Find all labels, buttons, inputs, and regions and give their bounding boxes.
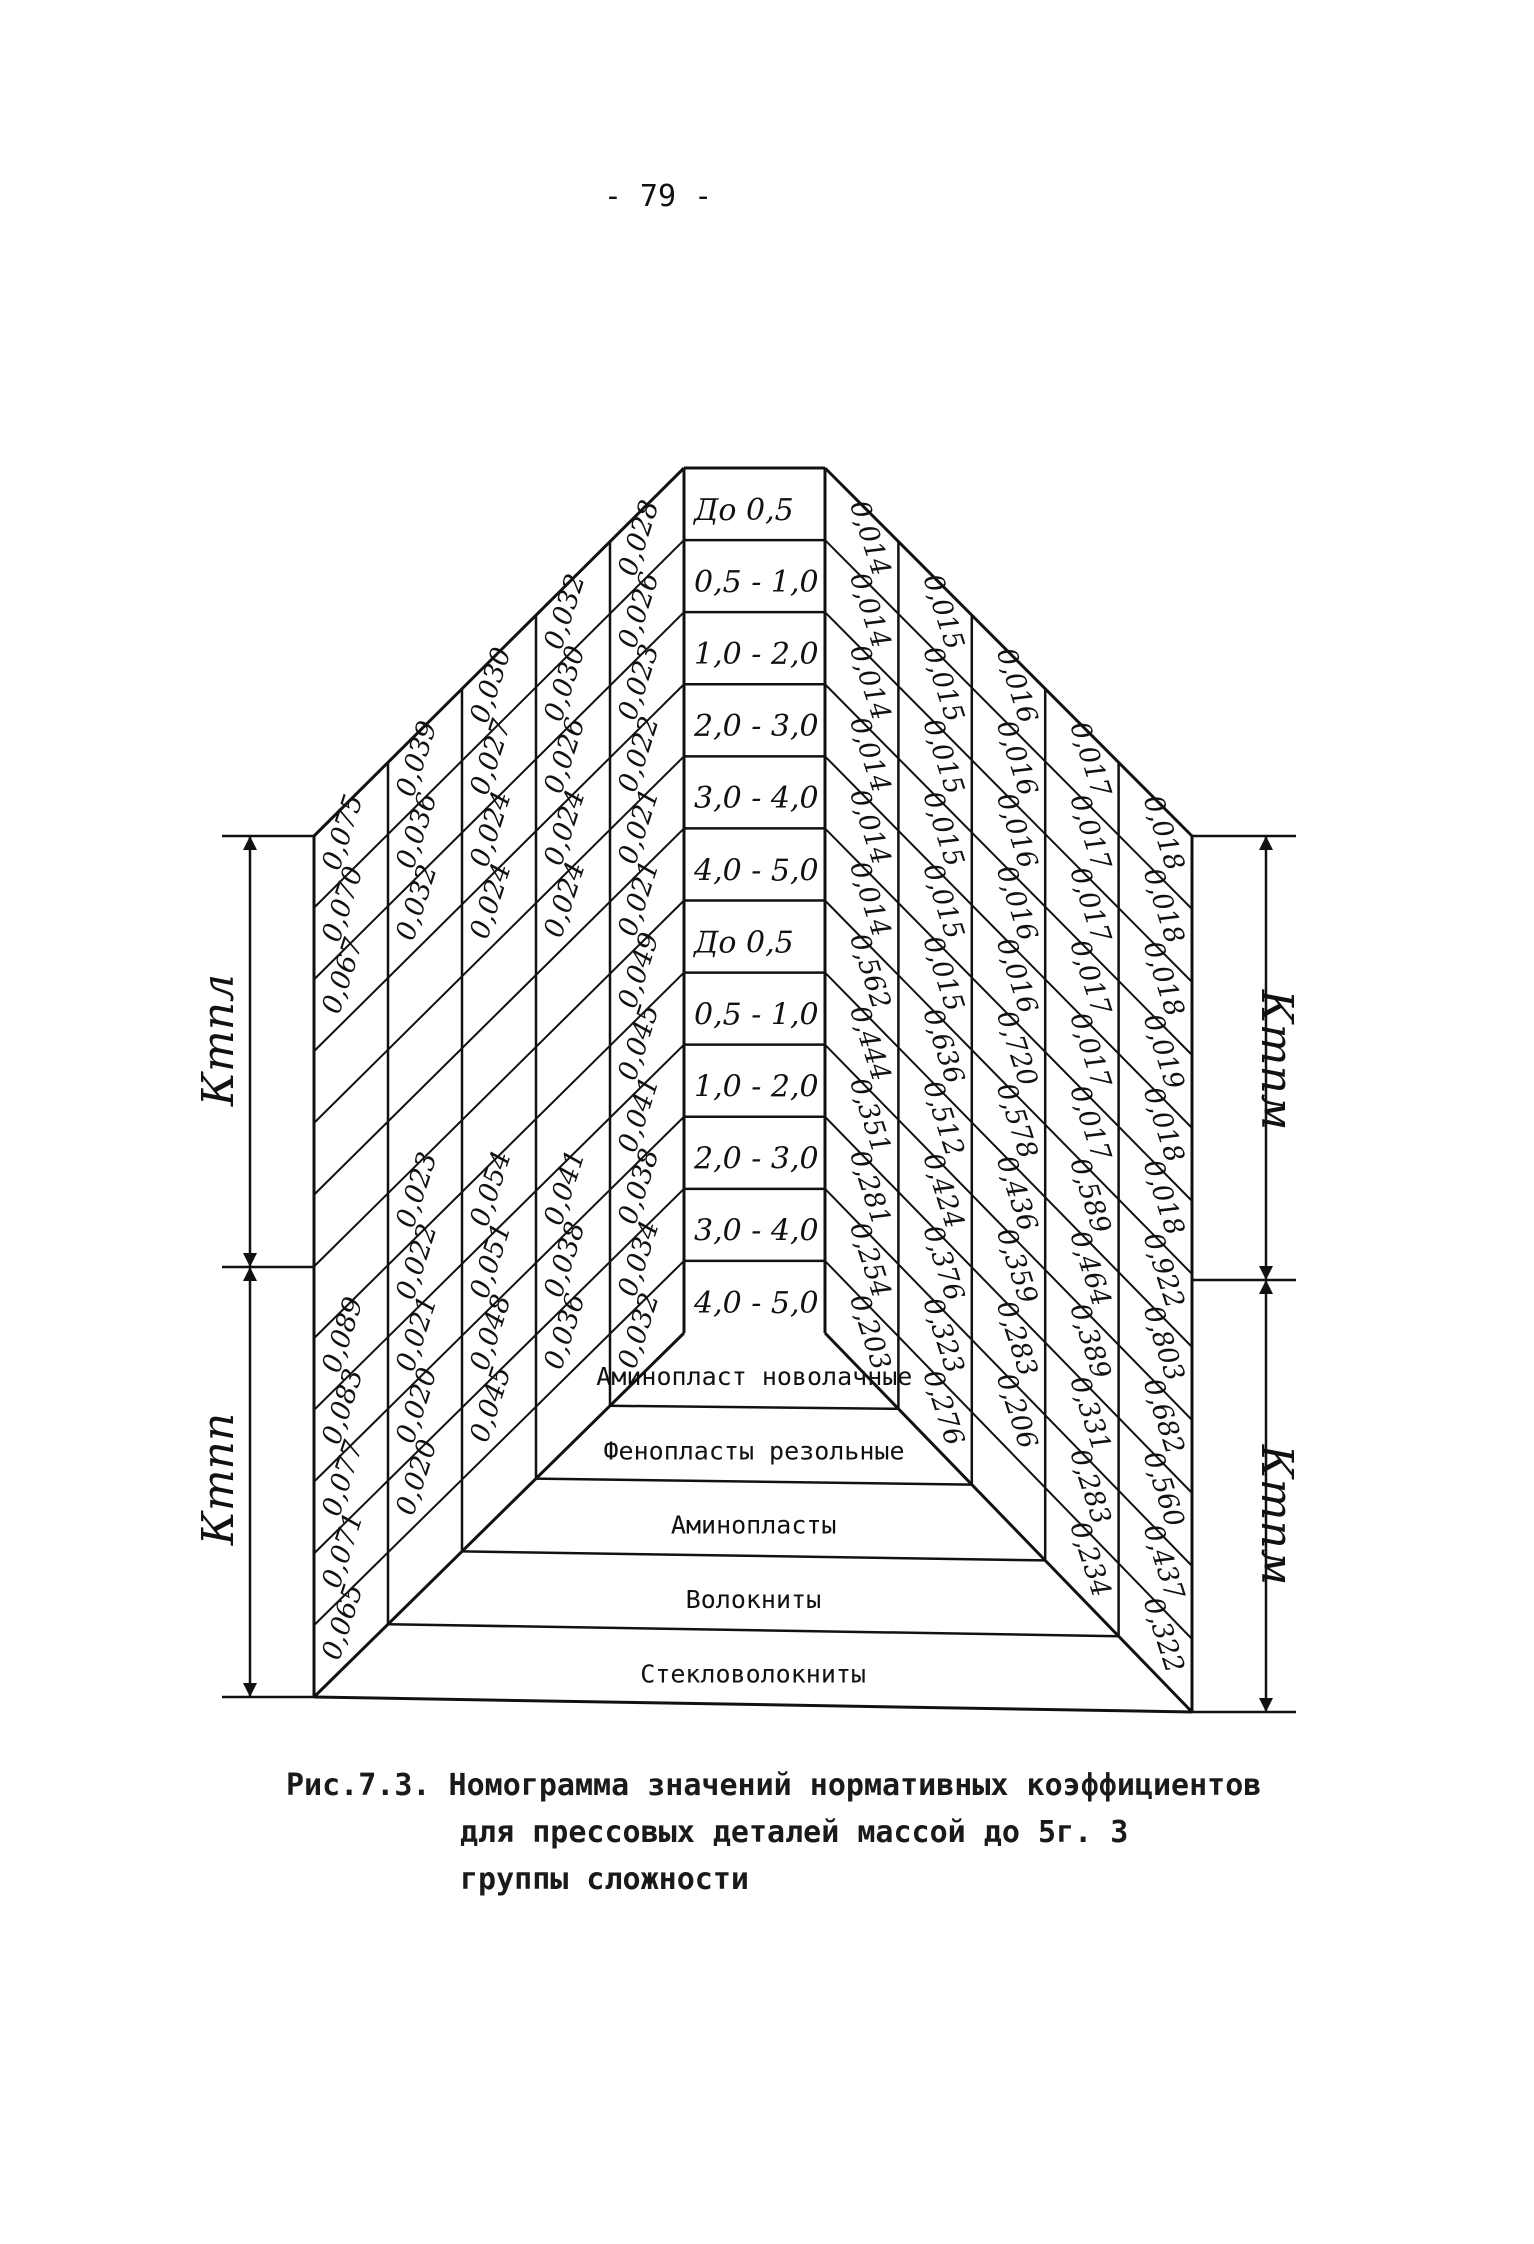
right-row-divider xyxy=(824,1188,1193,1567)
left-row-divider xyxy=(313,1260,685,1626)
left-row-divider xyxy=(313,611,685,981)
range-label: До 0,5 xyxy=(692,493,794,528)
range-label: 2,0 - 3,0 xyxy=(693,709,819,744)
right-row-divider xyxy=(824,539,1193,910)
right-coefficient-value: 0,017 xyxy=(1063,936,1117,1020)
right-coefficient-panel: 0,0140,0140,0140,0140,0140,0140,5620,444… xyxy=(824,497,1193,1677)
right-row-divider xyxy=(824,827,1193,1202)
caption-line-1: Рис.7.3. Номограмма значений нормативных… xyxy=(286,1768,1262,1803)
right-row-divider xyxy=(824,1043,1193,1421)
left-row-divider xyxy=(313,755,685,1124)
material-label: Аминопласты xyxy=(671,1511,837,1540)
left-row-divider xyxy=(313,899,685,1268)
right-arrow-bottom xyxy=(1259,1698,1273,1712)
left-arrow-mid-up xyxy=(243,1253,257,1267)
right-arrow-mid-down xyxy=(1259,1280,1273,1294)
range-label: 4,0 - 5,0 xyxy=(693,1286,819,1321)
right-row-divider xyxy=(824,899,1193,1275)
left-row-divider xyxy=(313,539,685,909)
frame-floor-bottom-edge xyxy=(313,1695,1193,1714)
page-number: - 79 - xyxy=(604,179,712,214)
range-label: 0,5 - 1,0 xyxy=(694,565,819,600)
right-row-divider xyxy=(824,611,1193,983)
left-row-divider xyxy=(313,971,685,1339)
range-label: 4,0 - 5,0 xyxy=(693,853,819,888)
frame-right-bottom-diagonal xyxy=(823,1331,1194,1714)
left-arrow-mid-down xyxy=(243,1267,257,1281)
range-label: 1,0 - 2,0 xyxy=(694,1070,819,1105)
range-label: 2,0 - 3,0 xyxy=(693,1142,819,1177)
caption-line-3: группы сложности xyxy=(460,1862,749,1897)
k-label-left-top: Ктпл xyxy=(193,974,244,1107)
right-row-divider xyxy=(824,971,1193,1348)
right-coefficient-value: 0,017 xyxy=(1063,1009,1117,1093)
frame-left-roof xyxy=(312,466,686,838)
range-label: До 0,5 xyxy=(692,925,794,960)
range-label: 1,0 - 2,0 xyxy=(694,637,819,672)
right-coefficient-value: 0,017 xyxy=(1063,1081,1117,1165)
left-coefficient-panel: 0,0750,0700,0670,0890,0830,0770,0710,065… xyxy=(313,497,685,1664)
right-arrow-mid-up xyxy=(1259,1266,1273,1280)
floor-band-divider xyxy=(461,1550,1046,1562)
figure-caption: Рис.7.3. Номограмма значений нормативных… xyxy=(286,1762,1366,1903)
right-arrow-top xyxy=(1259,836,1273,850)
left-row-divider xyxy=(313,683,685,1052)
right-coefficient-value: 0,017 xyxy=(1063,863,1117,947)
caption-line-2: для прессовых деталей массой до 5г. 3 xyxy=(460,1815,1129,1850)
right-row-divider xyxy=(824,755,1193,1129)
right-row-divider xyxy=(824,1260,1193,1640)
left-row-divider xyxy=(313,1188,685,1555)
material-label: Стекловолокниты xyxy=(640,1659,866,1688)
frame-right-roof xyxy=(823,466,1194,838)
left-arrow-top xyxy=(243,836,257,850)
range-label: 3,0 - 4,0 xyxy=(694,1214,819,1249)
left-row-divider xyxy=(313,827,685,1196)
right-coefficient-value: 0,437 xyxy=(1137,1521,1191,1605)
left-arrow-bottom xyxy=(243,1683,257,1697)
left-row-divider xyxy=(313,1043,685,1411)
k-label-right-bottom: Ктпм xyxy=(1251,1444,1302,1586)
material-label: Волокниты xyxy=(686,1585,821,1614)
center-ranges-column: До 0,5 0,5 - 1,0 1,0 - 2,0 2,0 - 3,0 3,0 - 4… xyxy=(684,493,825,1321)
material-label: Фенопласты резольные xyxy=(603,1436,904,1465)
range-label: 3,0 - 4,0 xyxy=(694,781,819,816)
dimension-lines xyxy=(222,834,1296,1714)
range-label: 0,5 - 1,0 xyxy=(694,997,819,1032)
k-label-right-top: Ктпм xyxy=(1251,989,1302,1131)
left-row-divider xyxy=(313,1116,685,1483)
frame-left-bottom-diagonal xyxy=(312,1331,686,1699)
right-row-divider xyxy=(824,683,1193,1056)
right-row-divider xyxy=(824,1116,1193,1494)
floor-band-divider xyxy=(535,1477,972,1486)
floor-band-divider xyxy=(609,1404,899,1411)
k-label-left-bottom: Ктпп xyxy=(193,1413,244,1546)
floor-band-divider xyxy=(387,1622,1119,1638)
material-label: Аминопласт новолачные xyxy=(596,1362,912,1391)
